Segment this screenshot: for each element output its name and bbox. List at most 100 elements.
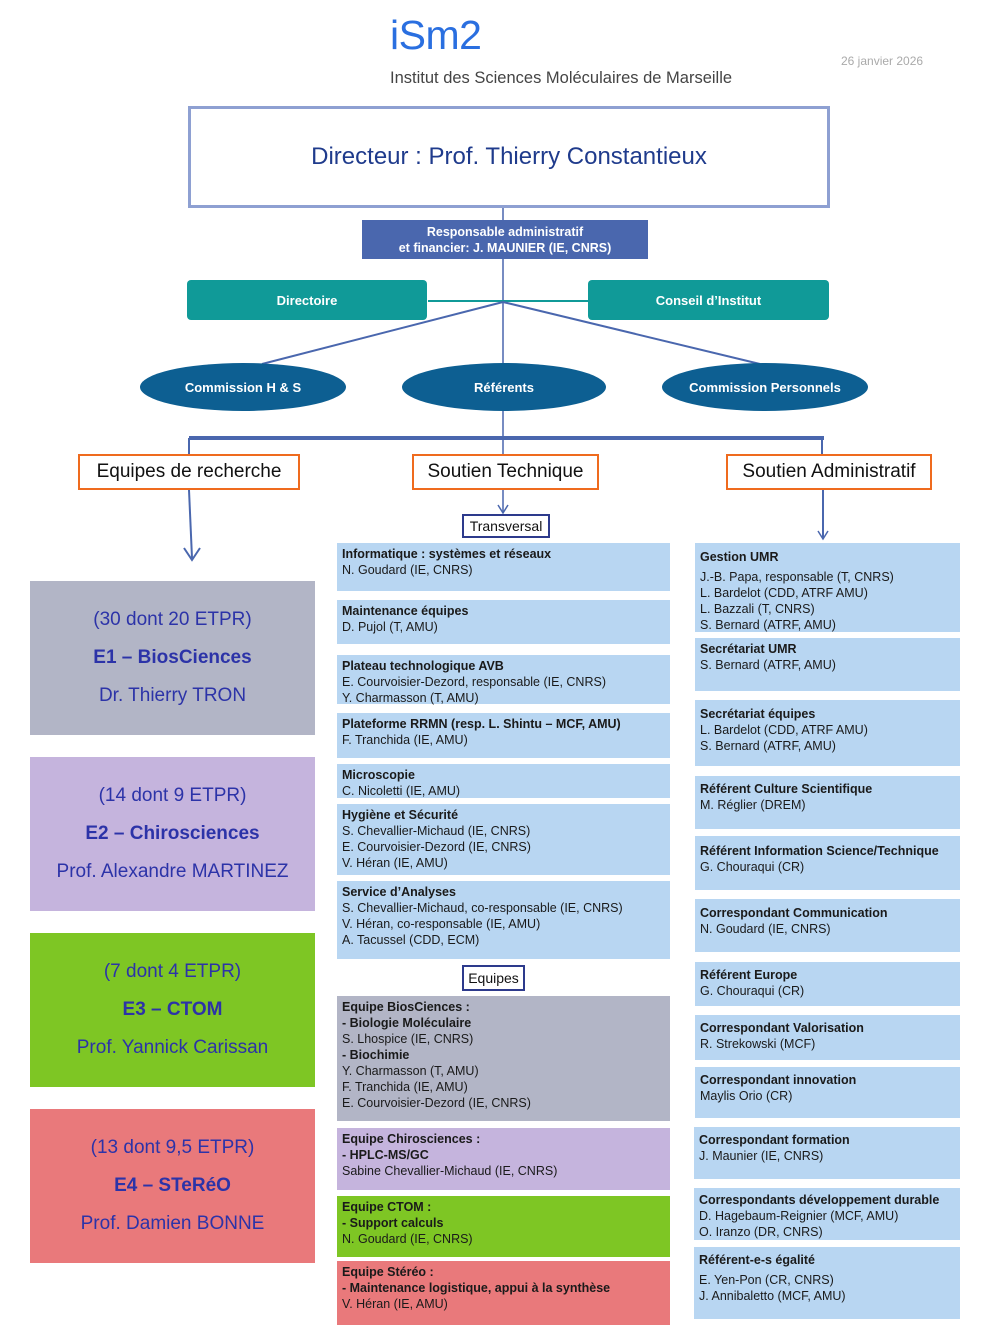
admin-card-line: O. Iranzo (DR, CNRS) <box>699 1225 823 1239</box>
connector-to-hs <box>261 301 504 365</box>
tech-card-line: E. Courvoisier-Dezord (IE, CNRS) <box>342 840 531 854</box>
team-e3-box: (7 dont 4 ETPR) E3 – CTOM Prof. Yannick … <box>30 933 315 1087</box>
admin-card-title: Gestion UMR <box>700 550 779 564</box>
admin-card-title: Correspondant innovation <box>700 1073 857 1087</box>
team-support-title: Equipe Stéréo : <box>342 1265 434 1279</box>
tech-card-line: S. Chevallier-Michaud, co-responsable (I… <box>342 901 623 915</box>
tech-card: Informatique : systèmes et réseaux N. Go… <box>337 543 670 591</box>
admin-card-line: M. Réglier (DREM) <box>700 798 806 812</box>
admin-card: Référent-e-s égalité E. Yen-Pon (CR, CNR… <box>694 1247 960 1319</box>
admin-card-line: S. Bernard (ATRF, AMU) <box>700 739 836 753</box>
conseil-institut-box: Conseil d’Institut <box>588 280 829 320</box>
team-e3-lead: Prof. Yannick Carissan <box>76 1037 269 1058</box>
team-support-subtitle: - Maintenance logistique, appui à la syn… <box>342 1281 611 1295</box>
tech-card-title: Plateau technologique AVB <box>342 659 504 673</box>
tech-card-line: V. Héran (IE, AMU) <box>342 856 448 870</box>
branch-research-label: Equipes de recherche <box>96 461 282 482</box>
tech-card-line: N. Goudard (IE, CNRS) <box>342 563 473 577</box>
admin-card-line: J. Annibaletto (MCF, AMU) <box>699 1289 846 1303</box>
admin-card: Secrétariat équipes L. Bardelot (CDD, AT… <box>695 700 960 766</box>
admin-card-line: L. Bardelot (CDD, ATRF AMU) <box>700 586 868 600</box>
admin-card: Référent Culture Scientifique M. Réglier… <box>695 776 960 829</box>
branch-administrative: Soutien Administratif <box>726 454 932 490</box>
directoire-box: Directoire <box>187 280 427 320</box>
tech-card-line: D. Pujol (T, AMU) <box>342 620 438 634</box>
team-support-title: Equipe BiosCiences : <box>342 1000 470 1014</box>
director-label: Directeur : Prof. Thierry Constantieux <box>311 143 707 170</box>
team-e4-name: E4 – STeRéO <box>114 1175 231 1196</box>
tech-card: Microscopie C. Nicoletti (IE, AMU) <box>337 764 670 798</box>
branch-technical-label: Soutien Technique <box>427 461 584 482</box>
admin-card-line: N. Goudard (IE, CNRS) <box>700 922 831 936</box>
team-support-subtitle: - Biochimie <box>342 1048 410 1062</box>
team-e3-name: E3 – CTOM <box>122 999 223 1020</box>
admin-card-line: G. Chouraqui (CR) <box>700 984 805 998</box>
team-e2-box: (14 dont 9 ETPR) E2 – Chirosciences Prof… <box>30 757 315 911</box>
tech-card-line: Y. Charmasson (T, AMU) <box>342 691 479 705</box>
tech-card: Plateau technologique AVB E. Courvoisier… <box>337 655 670 705</box>
transversal-label: Transversal <box>469 518 543 534</box>
admin-card-line: R. Strekowski (MCF) <box>700 1037 816 1051</box>
document-date: 26 janvier 2026 <box>841 54 924 68</box>
admin-card-line: Maylis Orio (CR) <box>700 1089 793 1103</box>
admin-card-title: Référent Culture Scientifique <box>700 782 873 796</box>
admin-financial-box: Responsable administratif et financier: … <box>362 220 648 259</box>
admin-card-title: Référent Information Science/Technique <box>700 844 939 858</box>
admin-card-title: Correspondant Valorisation <box>700 1021 864 1035</box>
tech-card-title: Service d’Analyses <box>342 885 456 899</box>
tech-card: Plateforme RRMN (resp. L. Shintu – MCF, … <box>337 713 670 758</box>
admin-card-title: Correspondant formation <box>699 1133 850 1147</box>
tech-card-title: Hygiène et Sécurité <box>342 808 459 822</box>
team-support-line: Sabine Chevallier-Michaud (IE, CNRS) <box>342 1164 558 1178</box>
tech-card: Hygiène et Sécurité S. Chevallier-Michau… <box>337 804 670 875</box>
team-support-line: V. Héran (IE, AMU) <box>342 1297 448 1311</box>
admin-card: Référent Information Science/Technique G… <box>695 836 960 890</box>
admin-card: Correspondant Valorisation R. Strekowski… <box>695 1015 960 1060</box>
commission-hs-label: Commission H & S <box>184 379 302 395</box>
tech-card-line: E. Courvoisier-Dezord, responsable (IE, … <box>342 675 606 689</box>
admin-card-title: Référent Europe <box>700 968 798 982</box>
admin-card-line: G. Chouraqui (CR) <box>700 860 805 874</box>
team-support-title: Equipe Chirosciences : <box>342 1132 481 1146</box>
admin-card: Secrétariat UMR S. Bernard (ATRF, AMU) <box>695 638 960 691</box>
arrow-research-icon <box>183 547 201 562</box>
team-support-line: N. Goudard (IE, CNRS) <box>342 1232 473 1246</box>
equipes-label: Equipes <box>468 970 519 986</box>
admin-card-line: J. Maunier (IE, CNRS) <box>699 1149 824 1163</box>
team-e1-count: (30 dont 20 ETPR) <box>93 609 252 630</box>
tech-card: Maintenance équipes D. Pujol (T, AMU) <box>337 600 670 644</box>
admin-card-title: Référent-e-s égalité <box>699 1253 816 1267</box>
admin-card-title: Correspondant Communication <box>700 906 888 920</box>
team-e1-name: E1 – BiosCiences <box>93 647 252 668</box>
institute-name: Institut des Sciences Moléculaires de Ma… <box>390 69 733 87</box>
team-e4-box: (13 dont 9,5 ETPR) E4 – STeRéO Prof. Dam… <box>30 1109 315 1263</box>
tech-card-line: V. Héran, co-responsable (IE, AMU) <box>342 917 541 931</box>
team-support-subtitle: - Support calculs <box>342 1216 444 1230</box>
director-box: Directeur : Prof. Thierry Constantieux <box>188 106 830 208</box>
team-e1-lead: Dr. Thierry TRON <box>98 685 247 706</box>
branch-technical: Soutien Technique <box>412 454 599 490</box>
equipes-label-box: Equipes <box>462 965 525 991</box>
team-support-line: E. Courvoisier-Dezord (IE, CNRS) <box>342 1096 531 1110</box>
team-e3-count: (7 dont 4 ETPR) <box>103 961 242 982</box>
arrow-technical-icon <box>497 504 509 515</box>
team-support-title: Equipe CTOM : <box>342 1200 432 1214</box>
admin-card: Référent Europe G. Chouraqui (CR) <box>695 962 960 1006</box>
admin-card-line: J.-B. Papa, responsable (T, CNRS) <box>700 570 894 584</box>
commission-personnels-ellipse: Commission Personnels <box>662 363 868 411</box>
team-support-line: F. Tranchida (IE, AMU) <box>342 1080 468 1094</box>
team-support-line: S. Lhospice (IE, CNRS) <box>342 1032 474 1046</box>
admin-card-line: D. Hagebaum-Reignier (MCF, AMU) <box>699 1209 899 1223</box>
tech-card-line: F. Tranchida (IE, AMU) <box>342 733 468 747</box>
transversal-label-box: Transversal <box>462 514 550 538</box>
tech-card-line: A. Tacussel (CDD, ECM) <box>342 933 480 947</box>
conseil-institut-label: Conseil d’Institut <box>655 292 762 308</box>
team-e2-count: (14 dont 9 ETPR) <box>98 785 247 806</box>
team-e2-lead: Prof. Alexandre MARTINEZ <box>56 861 289 882</box>
connector-to-personnels <box>502 301 761 365</box>
admin-financial-line1: Responsable administratif <box>426 225 584 239</box>
team-e1-box: (30 dont 20 ETPR) E1 – BiosCiences Dr. T… <box>30 581 315 735</box>
admin-card-line: L. Bazzali (T, CNRS) <box>700 602 815 616</box>
team-support-card-biosciences: Equipe BiosCiences : - Biologie Molécula… <box>337 996 670 1121</box>
team-support-subtitle: - HPLC-MS/GC <box>342 1148 429 1162</box>
